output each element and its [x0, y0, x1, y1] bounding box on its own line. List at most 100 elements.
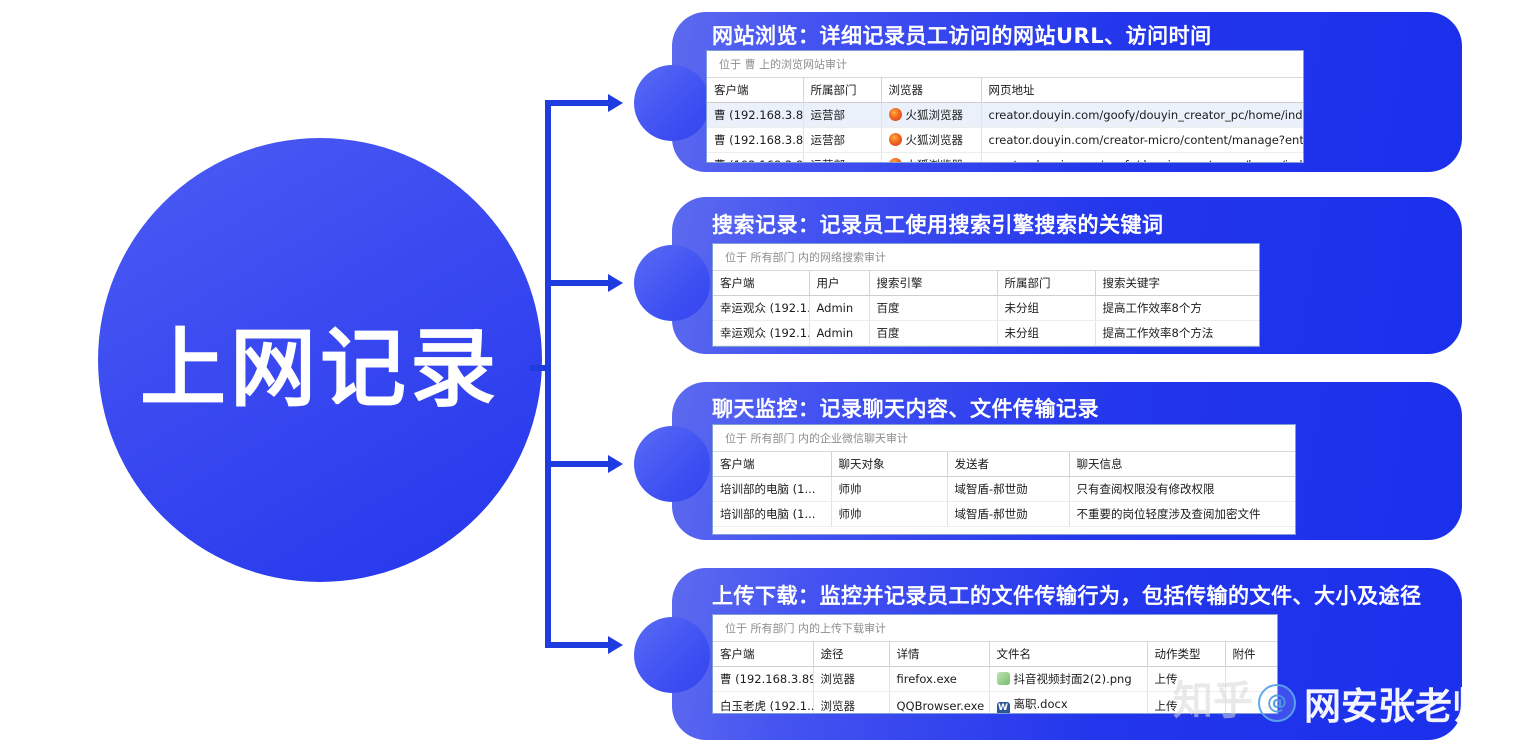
- cell-client: 曹 (192.168.3.89): [707, 152, 804, 162]
- cell-search-engine: 百度: [869, 320, 998, 346]
- connector-arrow-3: [608, 455, 623, 473]
- cell-channel: 浏览器: [813, 666, 890, 692]
- table-header-row: 客户端 用户 搜索引擎 所属部门 搜索关键字: [713, 271, 1259, 296]
- hub-connector-stub: [529, 365, 551, 371]
- cell-keyword: 提高工作效率8个方: [1095, 295, 1259, 321]
- hub-title: 上网记录: [140, 318, 500, 419]
- cell-action-type: 上传: [1147, 691, 1226, 713]
- table-header-row: 客户端 所属部门 浏览器 网页地址: [707, 78, 1303, 103]
- table-row[interactable]: 曹 (192.168.3.89) 运营部 火狐浏览器 creator.douyi…: [707, 127, 1303, 153]
- connector-arrow-1: [608, 94, 623, 112]
- cell-filename: 抖音视频封面2(2).png: [989, 666, 1148, 692]
- cell-channel: 浏览器: [813, 691, 890, 713]
- cell-user: Admin: [809, 320, 870, 346]
- th-channel: 途径: [813, 642, 890, 667]
- th-chat-target: 聊天对象: [831, 452, 948, 477]
- cell-sender: 域智盾-郝世勋: [947, 476, 1070, 502]
- table-header-row: 客户端 聊天对象 发送者 聊天信息: [713, 452, 1295, 477]
- cell-client: 培训部的电脑 (1...: [713, 476, 832, 502]
- table-row[interactable]: 幸运观众 (192.1... Admin 百度 未分组 提高工作效率8个方: [713, 295, 1259, 321]
- th-filename: 文件名: [989, 642, 1148, 667]
- connector-branch-1: [548, 100, 610, 106]
- th-client: 客户端: [713, 271, 810, 296]
- cell-client: 白玉老虎 (192.1...: [713, 691, 814, 713]
- central-hub-circle: 上网记录: [98, 138, 542, 582]
- at-icon: @: [1258, 684, 1296, 722]
- pane-upload-download[interactable]: 位于 所有部门 内的上传下载审计 客户端 途径 详情 文件名 动作类型 附件 曹…: [712, 614, 1278, 714]
- cell-department: 运营部: [803, 102, 882, 128]
- cell-browser: 火狐浏览器: [881, 102, 982, 128]
- cell-department: 未分组: [997, 320, 1096, 346]
- cell-detail: firefox.exe: [889, 666, 990, 692]
- card-title-1: 网站浏览：详细记录员工访问的网站URL、访问时间: [712, 24, 1212, 48]
- pane-search-records[interactable]: 位于 所有部门 内的网络搜索审计 客户端 用户 搜索引擎 所属部门 搜索关键字 …: [712, 243, 1260, 347]
- pane-caption-2: 位于 所有部门 内的网络搜索审计: [713, 244, 1259, 271]
- cell-message: 不重要的岗位轻度涉及查阅加密文件: [1069, 501, 1295, 527]
- cell-client: 曹 (192.168.3.89): [707, 102, 804, 128]
- table-chat-monitoring[interactable]: 客户端 聊天对象 发送者 聊天信息 培训部的电脑 (1... 师帅 域智盾-郝世…: [713, 452, 1295, 527]
- cell-filename-label: 抖音视频封面2(2).png: [1013, 672, 1132, 686]
- card-title-3: 聊天监控：记录聊天内容、文件传输记录: [712, 397, 1099, 421]
- cell-browser: 火狐浏览器: [881, 127, 982, 153]
- watermark: @ 网安张老师: [1258, 676, 1489, 730]
- watermark-platform: 知乎: [1173, 678, 1253, 724]
- cell-client: 曹 (192.168.3.89): [707, 127, 804, 153]
- cell-filename-label: 离职.docx: [1013, 697, 1068, 711]
- connector-trunk: [545, 100, 551, 648]
- connector-branch-3: [548, 461, 610, 467]
- th-department: 所属部门: [997, 271, 1096, 296]
- table-row[interactable]: 幸运观众 (192.1... Admin 百度 未分组 提高工作效率8个方法: [713, 320, 1259, 346]
- connector-branch-4: [548, 642, 610, 648]
- connector-arrow-4: [608, 636, 623, 654]
- cell-browser-label: 火狐浏览器: [905, 133, 964, 147]
- watermark-author: 网安张老师: [1304, 685, 1489, 728]
- pane-caption-1: 位于 曹 上的浏览网站审计: [707, 51, 1303, 78]
- table-upload-download[interactable]: 客户端 途径 详情 文件名 动作类型 附件 曹 (192.168.3.89) 浏…: [713, 642, 1277, 713]
- pane-website-browsing[interactable]: 位于 曹 上的浏览网站审计 客户端 所属部门 浏览器 网页地址 曹 (192.1…: [706, 50, 1304, 163]
- cell-user: Admin: [809, 295, 870, 321]
- cell-url: creator.douyin.com/goofy/douyin_creator_…: [981, 152, 1303, 162]
- th-sender: 发送者: [947, 452, 1070, 477]
- table-row[interactable]: 曹 (192.168.3.89) 运营部 火狐浏览器 creator.douyi…: [707, 102, 1303, 128]
- card-bubble-2: [634, 245, 710, 321]
- card-bubble-3: [634, 426, 710, 502]
- cell-client: 幸运观众 (192.1...: [713, 320, 810, 346]
- th-department: 所属部门: [803, 78, 882, 103]
- cell-department: 未分组: [997, 295, 1096, 321]
- th-keyword: 搜索关键字: [1095, 271, 1259, 296]
- cell-department: 运营部: [803, 152, 882, 162]
- th-detail: 详情: [889, 642, 990, 667]
- cell-client: 曹 (192.168.3.89): [713, 666, 814, 692]
- table-row[interactable]: 曹 (192.168.3.89) 浏览器 firefox.exe 抖音视频封面2…: [713, 666, 1277, 692]
- cell-url: creator.douyin.com/goofy/douyin_creator_…: [981, 102, 1303, 128]
- cell-search-engine: 百度: [869, 295, 998, 321]
- th-client: 客户端: [713, 452, 832, 477]
- word-file-icon: W: [996, 702, 1010, 713]
- card-bubble-4: [634, 617, 710, 693]
- table-row[interactable]: 曹 (192.168.3.89) 运营部 火狐浏览器 creator.douyi…: [707, 152, 1303, 162]
- table-search-records[interactable]: 客户端 用户 搜索引擎 所属部门 搜索关键字 幸运观众 (192.1... Ad…: [713, 271, 1259, 346]
- th-search-engine: 搜索引擎: [869, 271, 998, 296]
- table-website-browsing[interactable]: 客户端 所属部门 浏览器 网页地址 曹 (192.168.3.89) 运营部 火…: [707, 78, 1303, 162]
- firefox-icon: [888, 158, 902, 162]
- th-action-type: 动作类型: [1147, 642, 1226, 667]
- table-row[interactable]: 培训部的电脑 (1... 师帅 域智盾-郝世勋 只有查阅权限没有修改权限: [713, 476, 1295, 502]
- image-file-icon: [996, 672, 1010, 685]
- connector-branch-2: [548, 280, 610, 286]
- table-row[interactable]: 培训部的电脑 (1... 师帅 域智盾-郝世勋 不重要的岗位轻度涉及查阅加密文件: [713, 501, 1295, 527]
- pane-chat-monitoring[interactable]: 位于 所有部门 内的企业微信聊天审计 客户端 聊天对象 发送者 聊天信息 培训部…: [712, 424, 1296, 535]
- th-client: 客户端: [707, 78, 804, 103]
- th-url: 网页地址: [981, 78, 1303, 103]
- table-header-row: 客户端 途径 详情 文件名 动作类型 附件: [713, 642, 1277, 667]
- card-bubble-1: [634, 65, 710, 141]
- cell-department: 运营部: [803, 127, 882, 153]
- th-attachment: 附件: [1225, 642, 1277, 667]
- cell-client: 培训部的电脑 (1...: [713, 501, 832, 527]
- pane-caption-3: 位于 所有部门 内的企业微信聊天审计: [713, 425, 1295, 452]
- th-client: 客户端: [713, 642, 814, 667]
- cell-keyword: 提高工作效率8个方法: [1095, 320, 1259, 346]
- cell-browser-label: 火狐浏览器: [905, 108, 964, 122]
